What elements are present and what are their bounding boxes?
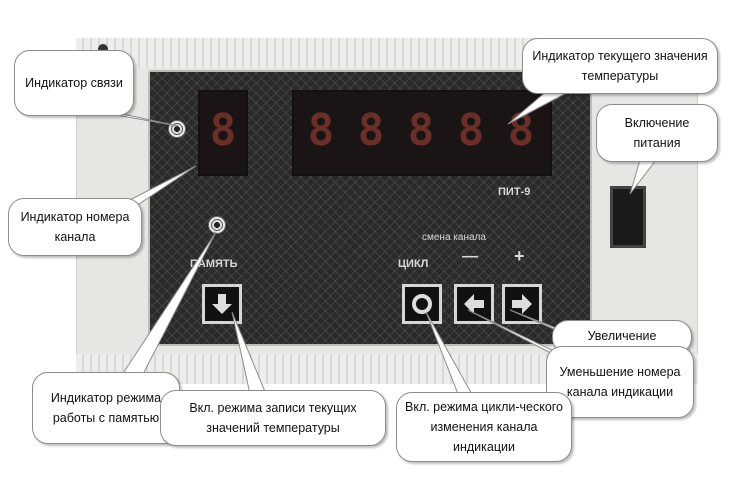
link-indicator: [168, 120, 186, 138]
channel-number-display: 8: [198, 90, 248, 176]
cycle-mode-button[interactable]: [402, 284, 442, 324]
callout-power: Включение питания: [596, 104, 718, 162]
minus-label: —: [462, 248, 478, 265]
arrow-left-icon: [464, 294, 484, 314]
temp-digit: 8: [357, 105, 385, 156]
callout-cycle-mode: Вкл. режима цикли-ческого изменения кана…: [396, 392, 572, 462]
front-panel: 8 8 8 8 8 8 ПИТ-9 смена канала ПАМЯТЬ ЦИ…: [148, 70, 592, 346]
arrow-right-icon: [512, 294, 532, 314]
callout-memory-mode: Индикатор режима работы с памятью: [32, 372, 180, 444]
arrow-down-icon: [212, 294, 232, 314]
screw-icon: [98, 44, 108, 54]
callout-current-temp-indicator: Индикатор текущего значения температуры: [522, 38, 718, 94]
callout-link-indicator: Индикатор связи: [14, 50, 134, 116]
cycle-label: ЦИКЛ: [398, 258, 429, 270]
temp-digit: 8: [407, 105, 435, 156]
memory-label: ПАМЯТЬ: [190, 258, 238, 270]
increase-channel-button[interactable]: [502, 284, 542, 324]
callout-record-mode: Вкл. режима записи текущих значений темп…: [160, 390, 386, 446]
callout-increase: Увеличение: [552, 320, 692, 354]
temperature-display: 8 8 8 8 8: [292, 90, 552, 176]
channel-digit: 8: [209, 105, 237, 156]
temp-digit: 8: [507, 105, 535, 156]
model-label: ПИТ-9: [498, 186, 531, 198]
decrease-channel-button[interactable]: [454, 284, 494, 324]
temp-digit: 8: [457, 105, 485, 156]
callout-channel-number-indicator: Индикатор номера канала: [8, 198, 142, 256]
power-switch[interactable]: [610, 186, 646, 248]
channel-select-label: смена канала: [422, 232, 486, 243]
memory-mode-indicator: [208, 216, 226, 234]
record-mode-button[interactable]: [202, 284, 242, 324]
circle-icon: [412, 294, 432, 314]
temp-digit: 8: [307, 105, 335, 156]
plus-label: +: [514, 246, 525, 266]
